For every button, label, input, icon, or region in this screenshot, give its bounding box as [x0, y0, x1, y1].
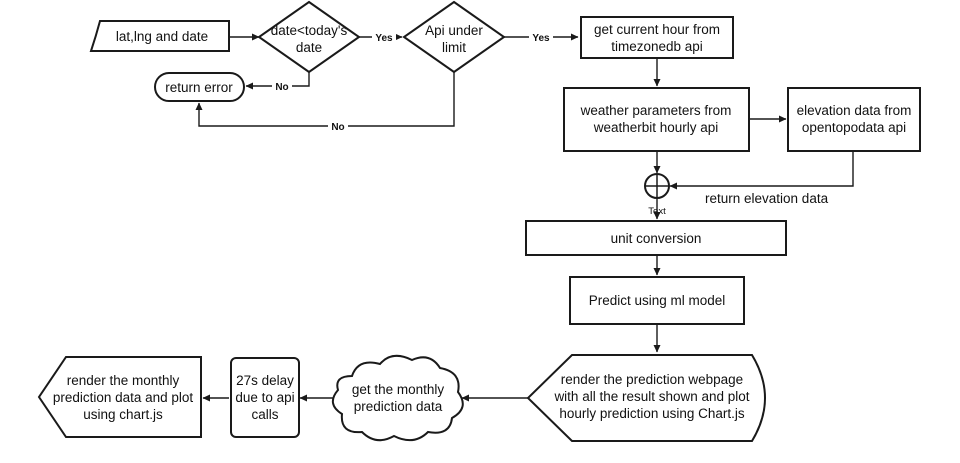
delay-text: 27s delay: [236, 373, 294, 388]
api-limit-decision: Api under limit: [402, 0, 506, 74]
elevation-text: elevation data from: [797, 103, 912, 118]
return-error-terminal: return error: [154, 72, 245, 102]
date-check-text: date<today's: [271, 23, 348, 38]
weather-text-2: weatherbit hourly api: [593, 120, 719, 135]
unit-conversion-process: unit conversion: [525, 220, 787, 256]
summing-junction-label: Text: [648, 206, 666, 217]
elevation-process: elevation data from opentopodata api: [787, 87, 921, 152]
date-check-decision: date<today's date: [257, 0, 361, 74]
render-webpage-text-2: with all the result shown and plot: [553, 389, 749, 404]
return-error-text: return error: [165, 80, 233, 95]
edge-label-no-1: No: [275, 82, 288, 93]
get-hour-process: get current hour from timezonedb api: [580, 16, 734, 59]
get-hour-text: get current hour from: [594, 22, 720, 37]
date-check-text-2: date: [296, 40, 322, 55]
edge-label-no-2: No: [331, 122, 344, 133]
input-node-text: lat,lng and date: [116, 29, 208, 44]
render-monthly-display: render the monthly prediction data and p…: [37, 356, 202, 438]
edge-label-return-elevation: return elevation data: [705, 191, 829, 206]
render-webpage-display: render the prediction webpage with all t…: [526, 354, 766, 442]
get-monthly-text: get the monthly: [352, 382, 445, 397]
render-monthly-text-3: using chart.js: [83, 407, 163, 422]
elevation-text-2: opentopodata api: [802, 120, 906, 135]
delay-text-2: due to api: [235, 390, 294, 405]
render-webpage-text: render the prediction webpage: [561, 372, 743, 387]
delay-process: 27s delay due to api calls: [230, 357, 300, 438]
get-monthly-text-2: prediction data: [354, 399, 443, 414]
edge-elevation-to-junction: [669, 152, 854, 190]
render-monthly-text: render the monthly: [67, 373, 180, 388]
edges: [195, 33, 854, 402]
api-limit-text: Api under: [425, 23, 483, 38]
edge-date-check-to-return-error: [245, 72, 310, 90]
render-monthly-text-2: prediction data and plot: [53, 390, 194, 405]
predict-text: Predict using ml model: [589, 293, 726, 308]
weather-text: weather parameters from: [580, 103, 732, 118]
get-hour-text-2: timezonedb api: [611, 39, 703, 54]
render-webpage-text-3: hourly prediction using Chart.js: [559, 406, 745, 421]
get-monthly-cloud: get the monthly prediction data: [331, 354, 464, 442]
edge-api-limit-to-return-error: [195, 72, 455, 127]
unit-conversion-text: unit conversion: [611, 231, 702, 246]
edge-labels: Yes Yes No No return elevation data: [272, 31, 829, 206]
delay-text-3: calls: [251, 407, 278, 422]
input-node: lat,lng and date: [89, 20, 230, 52]
predict-process: Predict using ml model: [569, 276, 745, 325]
api-limit-text-2: limit: [442, 40, 466, 55]
summing-junction: Text: [644, 173, 670, 217]
edge-label-yes-1: Yes: [375, 33, 393, 44]
weather-process: weather parameters from weatherbit hourl…: [563, 87, 750, 152]
edge-label-yes-2: Yes: [532, 33, 550, 44]
